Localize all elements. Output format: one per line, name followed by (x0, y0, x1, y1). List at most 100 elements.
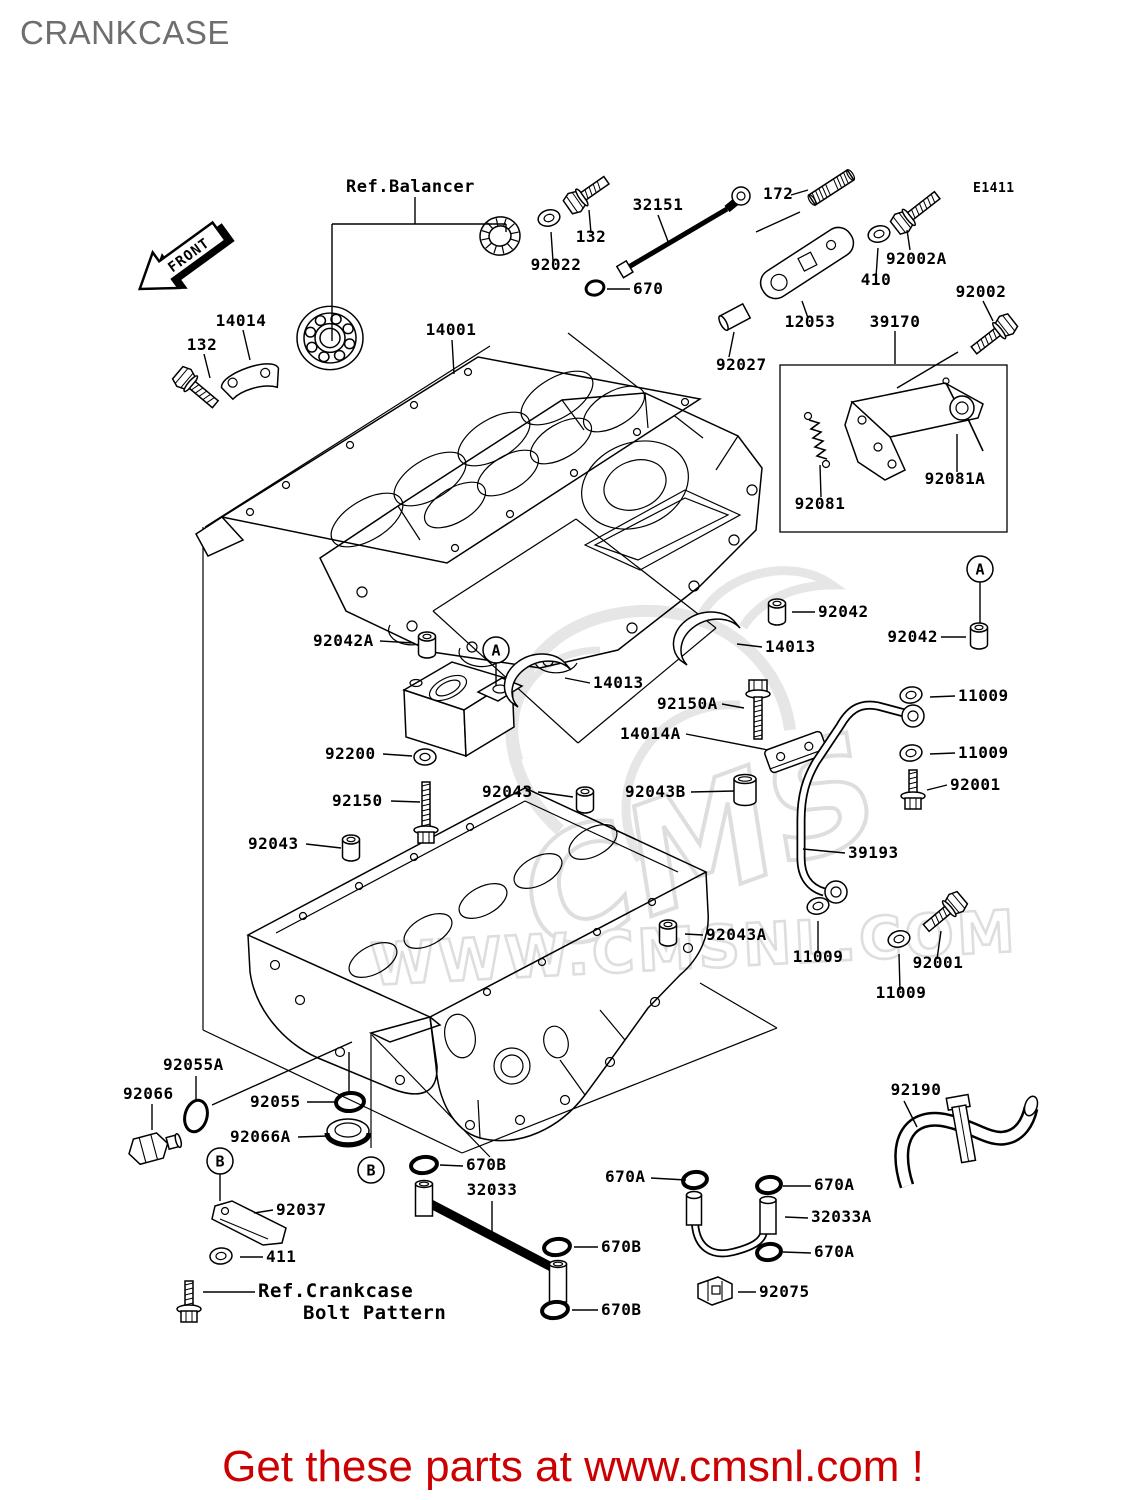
part-label-92081-16: 92081 (795, 494, 846, 513)
bolt-icon (176, 1280, 202, 1323)
detail-markers: A A B B (206, 555, 994, 1184)
part-label-92043-27: 92043 (482, 782, 533, 801)
oring-icon (334, 1090, 366, 1114)
oring-icon (755, 1174, 783, 1196)
part-label-92037-43: 92037 (276, 1200, 327, 1219)
ball-bearing-icon (296, 305, 364, 371)
detail-marker-a-1: A (482, 636, 510, 664)
oring-icon (755, 1241, 783, 1263)
part-label-670a-51: 670A (605, 1167, 646, 1186)
bolt-icon (922, 890, 969, 933)
part-label-670b-47: 670B (466, 1155, 507, 1174)
part-label-92055-41: 92055 (250, 1092, 301, 1111)
part-label-670a-54: 670A (814, 1242, 855, 1261)
part-label-92002-9: 92002 (956, 282, 1007, 301)
part-label-39193-33: 39193 (848, 843, 899, 862)
part-label-410-8: 410 (861, 270, 891, 289)
svg-text:A: A (491, 642, 500, 660)
part-label-14013-22: 14013 (765, 637, 816, 656)
detail-marker-b-2: B (206, 1147, 234, 1175)
part-label-ref-crankcase-45: Ref.Crankcase (258, 1280, 413, 1302)
retainer-plate-icon (220, 363, 280, 401)
shift-rod-icon (615, 186, 751, 279)
part-label-92022-2: 92022 (531, 255, 582, 274)
part-label-92027-12: 92027 (716, 355, 767, 374)
part-label-92043a-34: 92043A (706, 925, 767, 944)
strip-bracket-icon (211, 1200, 287, 1246)
bushing-icon (767, 598, 787, 626)
part-label-14014-13: 14014 (216, 311, 267, 330)
part-label-32033-48: 32033 (467, 1180, 518, 1199)
part-label-92190-38: 92190 (891, 1080, 942, 1099)
part-label-39170-11: 39170 (870, 312, 921, 331)
svg-text:A: A (975, 561, 984, 579)
svg-text:B: B (366, 1162, 375, 1180)
elbow-pipe-icon (685, 1190, 777, 1258)
bushing-icon (417, 631, 437, 659)
part-label-92150-26: 92150 (332, 791, 383, 810)
part-label-92066a-42: 92066A (230, 1127, 291, 1146)
part-label-92055a-39: 92055A (163, 1055, 224, 1074)
part-label-92043-29: 92043 (248, 834, 299, 853)
part-label-92001-36: 92001 (913, 953, 964, 972)
oring-icon (540, 1299, 570, 1321)
part-label-132-14: 132 (187, 335, 217, 354)
part-label-bolt-pattern-46: Bolt Pattern (303, 1302, 446, 1324)
footer-promo-text: Get these parts at www.cmsnl.com ! (222, 1442, 924, 1491)
part-label-32151-4: 32151 (633, 195, 684, 214)
part-label-12053-10: 12053 (785, 312, 836, 331)
washer-icon (413, 748, 437, 766)
needle-bearing-icon (479, 216, 521, 256)
clamp-icon (697, 1276, 733, 1306)
part-label-92001-32: 92001 (950, 775, 1001, 794)
breather-pipe-icon (414, 1179, 568, 1303)
pin-icon (718, 302, 752, 332)
part-label-92042-20: 92042 (887, 627, 938, 646)
bolt-icon (889, 190, 941, 236)
part-label-11009-35: 11009 (793, 947, 844, 966)
washer-icon (899, 686, 923, 704)
part-label-92042-19: 92042 (818, 602, 869, 621)
oil-pipe-icon (796, 700, 925, 904)
part-label-670b-49: 670B (601, 1237, 642, 1256)
part-label-14001-15: 14001 (426, 320, 477, 339)
part-label-92043b-28: 92043B (625, 782, 686, 801)
detail-marker-b-3: B (357, 1156, 385, 1184)
washer-icon (209, 1247, 233, 1265)
part-label-e1411-6: E1411 (973, 181, 1015, 196)
bolt-icon (745, 679, 771, 740)
part-label-92150a-23: 92150A (657, 694, 718, 713)
part-icons: FRONT (128, 168, 1039, 1323)
part-label-14013-21: 14013 (593, 673, 644, 692)
bushing-icon (969, 622, 989, 650)
part-label-11009-31: 11009 (958, 743, 1009, 762)
bolt-icon (413, 781, 439, 844)
washer-icon (537, 209, 561, 227)
part-label-14014a-24: 14014A (620, 724, 681, 743)
bolt-icon (171, 365, 220, 409)
part-label-92081a-17: 92081A (925, 469, 986, 488)
oring-icon (542, 1236, 572, 1258)
bushing-icon (341, 834, 361, 862)
part-label-132-1: 132 (576, 227, 606, 246)
part-label-32033a-53: 32033A (811, 1207, 872, 1226)
hose-icon (894, 1093, 1039, 1189)
part-label-411-44: 411 (266, 1247, 296, 1266)
leader-lines (151, 189, 994, 1311)
part-label-92200-25: 92200 (325, 744, 376, 763)
part-label-172-5: 172 (763, 184, 793, 203)
front-arrow-icon: FRONT (137, 220, 235, 291)
bushing-icon (658, 919, 678, 947)
washer-icon (899, 744, 923, 762)
part-label-670a-52: 670A (814, 1175, 855, 1194)
bushing-icon (733, 773, 757, 807)
bolt-icon (970, 312, 1019, 355)
oring-icon (409, 1154, 439, 1176)
screw-icon (807, 168, 856, 207)
lever-icon (759, 226, 855, 300)
washer-icon (887, 930, 911, 948)
part-label-670b-50: 670B (601, 1300, 642, 1319)
part-label-670-3: 670 (633, 279, 663, 298)
